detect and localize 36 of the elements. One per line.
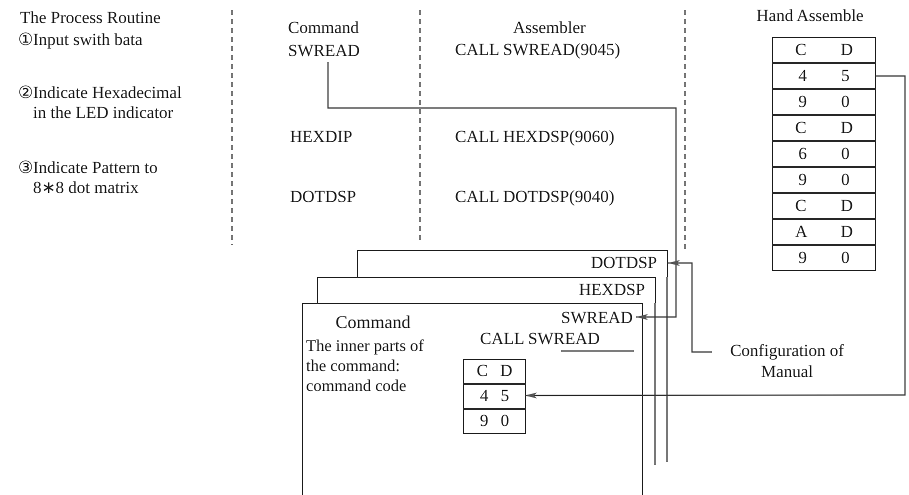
code-row: 9 0 [772,167,876,193]
code-row: C D [772,37,876,63]
code-row: 9 0 [772,245,876,271]
code-line: CALL SWREAD(9045) [455,40,620,60]
column-heading: Assembler [513,18,586,38]
code-row: C D [772,193,876,219]
code-row: 6 0 [772,141,876,167]
command-name: SWREAD [288,40,368,62]
box-heading: Command [334,312,412,333]
code-row: 9 0 [463,409,526,434]
code-row: 4 5 [463,384,526,409]
command-name: DOTDSP [290,187,356,207]
heading: The Process Routine [20,8,161,28]
code-row: 4 5 [772,63,876,89]
code-row: A D [772,219,876,245]
arrow [327,62,677,320]
arrow [668,260,712,353]
manual-page: DOTDSP [357,250,668,277]
code-line: CALL HEXDSP(9060) [455,127,614,147]
list-item: ①Input swith bata [18,30,143,50]
column-heading: Command [288,18,359,38]
manual-page: HEXDSP [317,277,656,303]
list-item: ③Indicate Pattern to 8∗8 dot matrix [18,158,159,198]
code-row: C D [772,115,876,141]
command-name: SWREAD [561,307,637,329]
code-line: CALL SWREAD [480,329,600,349]
manual-page [302,303,643,495]
command-name: HEXDIP [290,127,352,147]
code-row: C D [463,359,526,384]
arrow [525,75,906,398]
command-name: Configuration of Manual [712,340,862,384]
code-line: CALL DOTDSP(9040) [455,187,614,207]
table-heading: Hand Assemble [755,6,865,26]
description: The inner parts of the command: command code [306,336,424,396]
code-row: 9 0 [772,89,876,115]
list-item: ②Indicate Hexadecimal in the LED indicator [18,83,183,123]
